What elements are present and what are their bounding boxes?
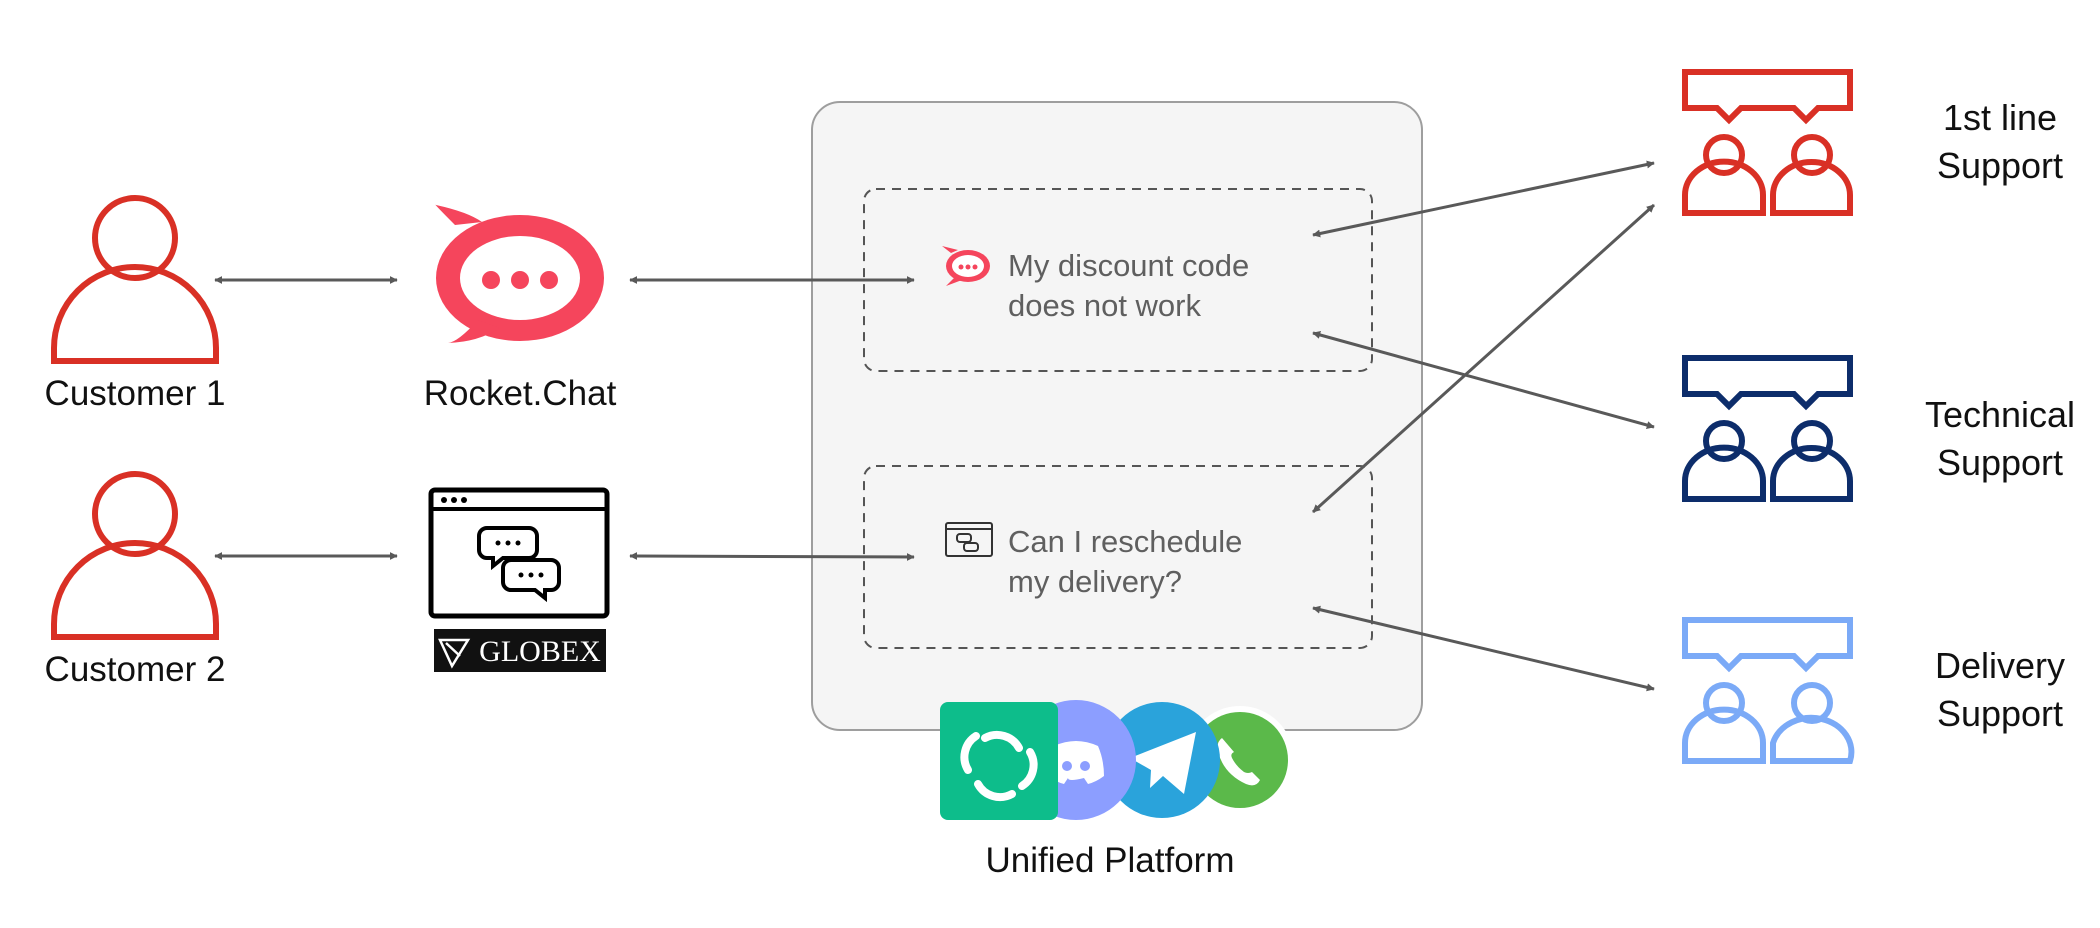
customer-2-label: Customer 2 <box>44 650 226 689</box>
first-line-support-label: 1st line Support <box>1900 94 2100 190</box>
delivery-support-line1: Delivery <box>1934 645 2066 686</box>
technical-support-team-icon <box>1682 355 1853 502</box>
message-discount-code: My discount code does not work <box>1008 246 1249 326</box>
globex-logo: GLOBEX <box>434 629 606 672</box>
message-discount-line2: does not work <box>1008 288 1201 323</box>
message-reschedule-delivery: Can I reschedule my delivery? <box>1008 522 1242 602</box>
message-discount-line1: My discount code <box>1008 248 1250 283</box>
chat-widget-icon <box>428 487 610 619</box>
delivery-support-team-icon <box>1682 617 1855 764</box>
technical-support-line2: Support <box>1936 442 2064 483</box>
arrow-delivery-delivery <box>1312 605 1655 692</box>
delivery-support-label: Delivery Support <box>1900 642 2100 738</box>
first-line-support-team-icon <box>1682 69 1853 216</box>
delivery-support-line2: Support <box>1936 693 2064 734</box>
telegram-icon <box>1104 702 1220 818</box>
first-line-support-line1: 1st line <box>1942 97 2058 138</box>
customer-2-icon <box>51 471 219 640</box>
rocketchat-label: Rocket.Chat <box>423 374 617 413</box>
message-reschedule-line2: my delivery? <box>1008 564 1182 599</box>
first-line-support-line2: Support <box>1936 145 2064 186</box>
globex-logo-text: GLOBEX <box>479 635 601 668</box>
rocketchat-small-icon <box>942 246 990 286</box>
message-reschedule-line1: Can I reschedule <box>1008 524 1243 559</box>
unified-platform-label: Unified Platform <box>985 841 1235 880</box>
arrow-globex-platform <box>629 552 915 561</box>
element-icon <box>940 702 1058 820</box>
arrow-delivery-firstline <box>1311 203 1656 514</box>
chat-widget-small-icon <box>945 522 993 557</box>
rocketchat-logo-icon <box>435 204 604 343</box>
customer-1-label: Customer 1 <box>44 374 226 413</box>
customer-1-icon <box>51 195 219 364</box>
unified-platform-container <box>811 101 1423 731</box>
message-box-delivery <box>863 465 1373 649</box>
technical-support-label: Technical Support <box>1900 391 2100 487</box>
technical-support-line1: Technical <box>1924 394 2076 435</box>
